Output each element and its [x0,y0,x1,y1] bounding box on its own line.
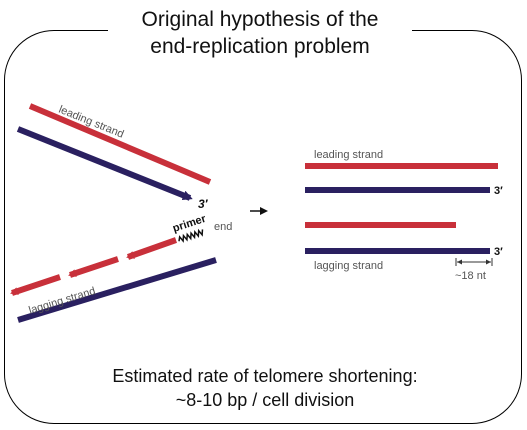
okazaki-fragment-1 [126,237,178,260]
left-three-prime-label: 3′ [198,197,209,211]
gap-label: ~18 nt [455,270,486,282]
diagram-title: Original hypothesis of the end-replicati… [108,6,412,64]
lagging-template-strand [17,257,217,323]
right-three-prime-bottom: 3′ [494,246,503,258]
leading-template-strand [28,103,212,185]
diagram-caption: Estimated rate of telomere shortening: ~… [60,364,470,412]
title-line-2: end-replication problem [150,35,370,58]
right-leading-strand-label: leading strand [314,149,383,161]
okazaki-fragment-3 [10,274,61,296]
gap-indicator [455,258,493,266]
left-fork: leading strand 3′ primer end lagging str… [10,103,232,323]
caption-line-1: Estimated rate of telomere shortening: [112,366,418,386]
right-three-prime-top: 3′ [494,185,503,197]
end-label: end [214,221,232,233]
title-line-1: Original hypothesis of the [141,8,379,31]
caption-line-2: ~8-10 bp / cell division [175,390,355,410]
okazaki-fragment-2 [68,256,119,278]
primer-squiggle [178,228,204,243]
leading-new-strand [16,126,193,201]
right-result: leading strand 3′ 3′ lagging strand ~18 … [305,149,503,282]
right-lagging-strand-label: lagging strand [314,260,383,272]
